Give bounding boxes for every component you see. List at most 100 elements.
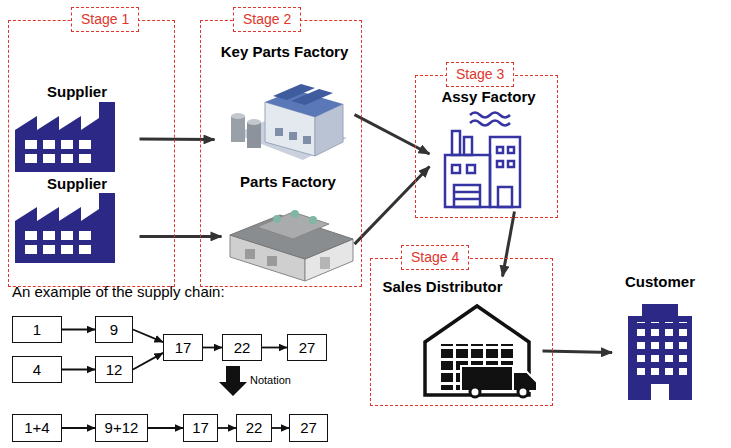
key-parts-factory-icon-part [291,89,333,105]
number-box: 27 [289,414,328,442]
flow-arrow [140,138,215,141]
stage-tag: Stage 3 [446,62,514,87]
flow-arrow [140,235,222,238]
box-number: 27 [299,339,316,357]
box-number: 17 [175,339,192,357]
assembly-factory-icon-part [454,185,480,207]
flow-arrow [355,167,430,245]
facility-name: Sales Distributor [383,277,543,296]
assembly-factory-icon-part [497,147,503,153]
stage-region: Stage 3Assy Factory [415,75,558,218]
flow-arrow [62,427,95,429]
facility-node: Customer [612,272,708,402]
flow-arrow [148,427,183,429]
facility-node: Sales Distributor [383,277,543,399]
facility-name: Supplier [15,82,140,101]
facility-node: Supplier [15,174,140,268]
parts-factory-icon-part [320,257,330,269]
box-number: 12 [106,361,123,379]
assembly-factory-icon-part [454,198,480,201]
number-box: 1 [12,316,62,343]
supplier-factory-icon-part [15,193,115,263]
assembly-factory-icon-part [452,131,460,155]
distribution-warehouse-icon [425,306,537,397]
number-box: 9 [95,316,133,343]
key-parts-factory-icon-part [275,128,283,136]
facility-node: Parts Factory [222,172,355,282]
assembly-factory-icon-part [445,155,490,207]
stage-tag: Stage 4 [401,245,469,270]
customer-building-icon-part [628,304,692,400]
flow-arrow [355,115,430,154]
facility-name: Supplier [15,174,140,193]
facility-name-part: Sales Distributor [383,278,503,295]
number-box: 17 [163,334,203,361]
assembly-factory-icon-part [508,147,514,153]
key-parts-factory-icon-part [247,119,261,125]
facility-name: Customer [612,272,708,291]
key-parts-factory-icon-part [265,90,343,117]
assembly-factory-icon-part [470,121,510,126]
stage-tag: Stage 2 [233,7,301,32]
assembly-factory-icon-part [454,191,480,194]
assembly-factory-icon-part [467,165,475,173]
key-parts-factory-icon-part [247,122,261,148]
parts-factory-icon-part [273,215,281,223]
key-parts-factory-icon [231,84,347,160]
assembly-factory-icon-part [470,113,510,118]
number-box: 17 [183,414,218,442]
notation-down-arrow [219,366,247,396]
number-box: 27 [287,334,327,361]
number-box: 9+12 [95,414,148,442]
facility-node: Assy Factory [430,87,548,212]
box-number: 1 [33,321,41,339]
parts-factory-icon-part [309,216,317,224]
distribution-warehouse-icon-part [518,387,528,397]
facility-node: Supplier [15,82,140,172]
facility-name: Assy Factory [430,87,548,106]
box-number: 22 [246,419,263,437]
customer-building-icon-part [651,384,669,400]
box-number: 17 [192,419,209,437]
notation-label: Notation [250,374,291,386]
assembly-factory-icon [445,113,520,208]
number-box: 22 [236,414,272,442]
parts-factory-icon-part [291,210,299,218]
key-parts-factory-icon-part [303,136,311,144]
flow-arrow [503,212,515,277]
flow-arrow [203,347,222,349]
facility-name-part: Parts Factory [240,173,336,190]
number-box: 22 [222,334,262,361]
stage-region: Stage 1SupplierSupplier [8,20,175,287]
box-number: 22 [234,339,251,357]
assembly-factory-icon-part [508,161,514,167]
flow-arrow [272,427,289,429]
key-parts-factory-icon-part [231,113,245,119]
box-number: 1+4 [24,419,49,437]
distribution-warehouse-icon-part [461,366,513,391]
key-parts-factory-icon-part [231,116,245,142]
facility-name-part: Customer [625,273,695,290]
supplier-factory-icon [15,193,115,263]
number-box: 1+4 [12,414,62,442]
distribution-warehouse-icon-part [470,387,480,397]
distribution-warehouse-icon-part [439,344,515,368]
parts-factory-icon-part [267,256,277,266]
flow-arrow [262,347,287,349]
stage-region: Stage 2Key Parts FactoryParts Factory [200,20,362,287]
assembly-factory-icon-part [464,137,472,155]
facility-name: Parts Factory [222,172,355,191]
flow-arrow [62,329,95,331]
number-box: 4 [12,356,62,383]
number-box: 12 [95,356,133,383]
facility-name-part: Supplier [47,175,107,192]
box-number: 4 [33,361,41,379]
facility-name-part: Assy Factory [441,88,535,105]
key-parts-factory-icon-part [289,132,297,140]
customer-building-icon-part [633,322,687,380]
stage-tag: Stage 1 [71,7,139,32]
facility-name-part: Key Parts Factory [221,43,349,60]
customer-building-icon [628,304,692,400]
box-number: 9+12 [105,419,139,437]
assembly-factory-icon-part [452,165,460,173]
